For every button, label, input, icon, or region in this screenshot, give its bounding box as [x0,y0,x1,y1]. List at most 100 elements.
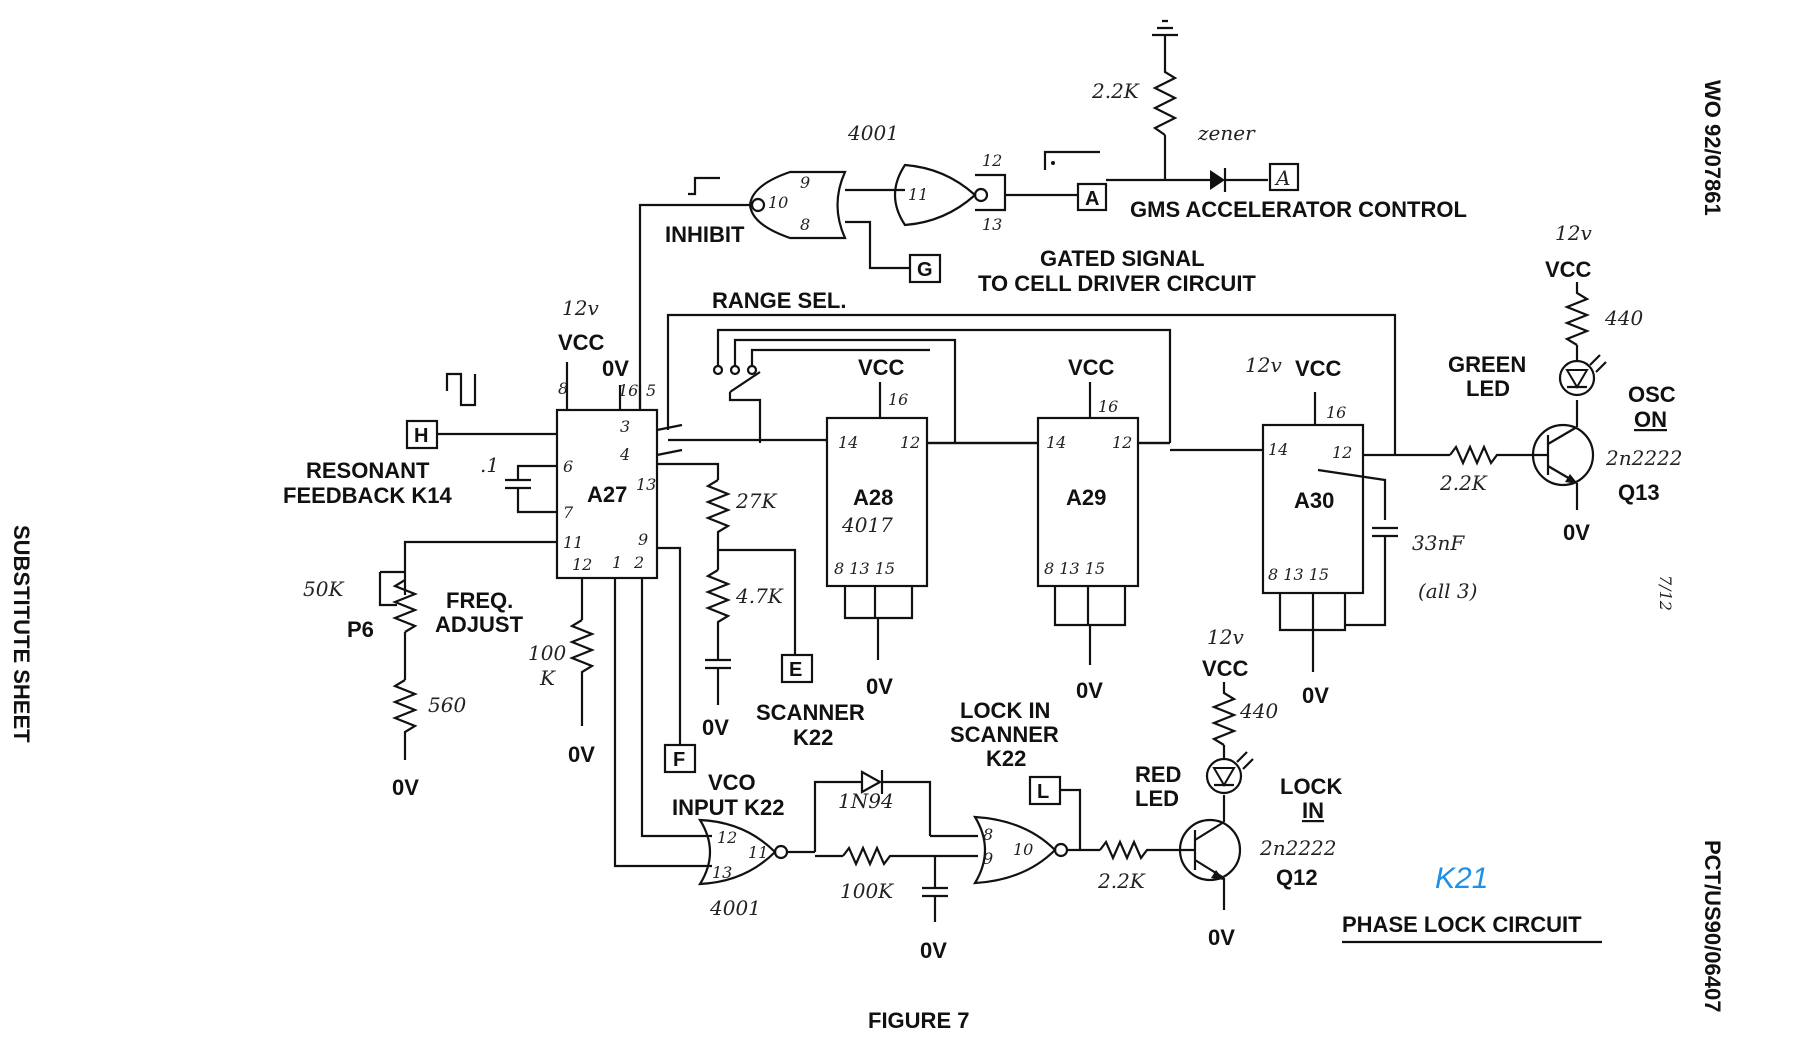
cap-33nf-label: 33nF [1412,531,1465,555]
terminal-l [1028,775,1062,806]
vco-pin-12: 12 [717,828,737,847]
terminal-l-label: L [1037,781,1049,803]
r100-k-label: K [539,666,556,690]
a29-ov-label: 0V [1076,678,1103,703]
diode-label: 1N94 [838,789,894,813]
nor-gate-vco [697,818,777,886]
resistor-2-2k-top-label: 2.2K [1091,79,1140,103]
green-led-label-1: GREEN [1448,352,1526,377]
figure-caption: FIGURE 7 [868,1008,969,1032]
pin-11-label: 11 [908,185,928,204]
red-led-label-1: RED [1135,762,1181,787]
a29-vcc-label: VCC [1068,355,1115,380]
substitute-sheet-label: SUBSTITUTE SHEET [9,525,34,743]
terminal-e-label: E [789,659,802,681]
red-vcc-label: VCC [1202,656,1249,681]
pct-number-label: PCT/US90/06407 [1700,840,1725,1012]
gated-signal-label-1: GATED SIGNAL [1040,246,1205,271]
resistor-440-red [1211,682,1237,746]
lock-pin-9: 9 [983,849,993,868]
a27-12v-label: 12v [562,296,599,320]
a30-12v-label: 12v [1245,353,1282,377]
a27-pin-3: 3 [620,417,630,436]
ov-label-560: 0V [392,775,419,800]
lock-in-scanner-label-1: LOCK IN [960,698,1050,723]
q12-label: Q12 [1276,865,1318,890]
pin-13-label: 13 [982,215,1002,234]
a27-pin-11: 11 [563,533,583,552]
a28-pin-16: 16 [888,390,908,409]
resistor-4-7k [705,569,731,660]
resistor-100k-bottom [842,845,978,867]
r27k-label: 27K [735,489,777,513]
terminal-a [1076,182,1108,212]
zener-label: zener [1197,121,1256,145]
green-led-label-2: LED [1466,376,1510,401]
vco-input-label-1: VCO [708,770,756,795]
a27-pin-7: 7 [563,503,574,522]
cap-all3-label: (all 3) [1418,579,1477,603]
nor-part-top-label: 4001 [847,121,899,145]
lock-in-scanner-label-2: SCANNER [950,722,1059,747]
a27-pin-16: 16 [618,381,638,400]
p6-label: P6 [347,617,374,642]
resistor-440-green [1564,282,1590,346]
nor-gate-inhibit [748,170,847,240]
inhibit-label: INHIBIT [665,222,745,247]
chip-a29-label: A29 [1066,485,1106,510]
chip-a30 [1261,423,1365,595]
a27-pin-13: 13 [636,475,656,494]
vco-pin-13: 13 [712,863,732,882]
pin-12-label: 12 [982,151,1002,170]
terminal-e [780,653,814,684]
capacitor-4-7k [705,658,731,670]
nor-gate-lock [972,815,1057,885]
capacitor-33nf [1372,526,1398,538]
scanner-label-2: K22 [793,725,833,750]
red-led-label-2: LED [1135,786,1179,811]
blue-k21-annotation: K21 [1435,862,1488,895]
r50k-label: 50K [303,577,344,601]
terminal-f-label: F [673,749,685,771]
resistor-2-2k-q13 [1449,444,1532,466]
resistor-2-2k-q12 [1099,839,1180,861]
resonant-feedback-label-2: FEEDBACK K14 [283,483,452,508]
terminal-h [405,419,439,450]
chip-a27-label: A27 [587,482,627,507]
q12-part-label: 2n2222 [1259,836,1337,860]
a28-ov-label: 0V [866,674,893,699]
terminal-f [663,743,697,774]
resistor-27k [705,479,731,570]
a27-pin-6: 6 [563,457,573,476]
a27-vcc-label: VCC [558,330,605,355]
green-led [1558,359,1596,397]
page-number-label: 7/12 [1656,575,1675,611]
a30-ov-label: 0V [1302,683,1329,708]
pin-8-label: 8 [800,215,810,234]
r100k-bottom-label: 100K [840,879,894,903]
r560-label: 560 [428,693,466,717]
nor-gate-inhibit-bubble [750,197,766,213]
resistor-560 [392,679,418,760]
a28-vcc-label: VCC [858,355,905,380]
a28-pin-12: 12 [900,433,920,452]
terminal-g [908,253,942,284]
diode-1n94 [860,770,883,794]
r100-label: 100 [528,641,566,665]
scanner-label-1: SCANNER [756,700,865,725]
resonant-feedback-label-1: RESONANT [306,458,430,483]
ov-label-4-7k: 0V [702,715,729,740]
chip-a30-label: A30 [1294,488,1334,513]
nor-gate-top-right-bubble [973,187,989,203]
capacitor-bottom [922,886,948,898]
ov-label-100k: 0V [568,742,595,767]
terminal-h-label: H [414,425,428,447]
a27-pin-2: 2 [633,553,644,572]
freq-adjust-label-1: FREQ. [446,588,513,613]
resistor-2-2k-top [1152,35,1178,136]
a27-0v-label: 0V [602,356,629,381]
chip-a28-part-label: 4017 [841,513,893,537]
a30-pin-14: 14 [1268,440,1288,459]
potentiometer-50k [392,579,418,633]
